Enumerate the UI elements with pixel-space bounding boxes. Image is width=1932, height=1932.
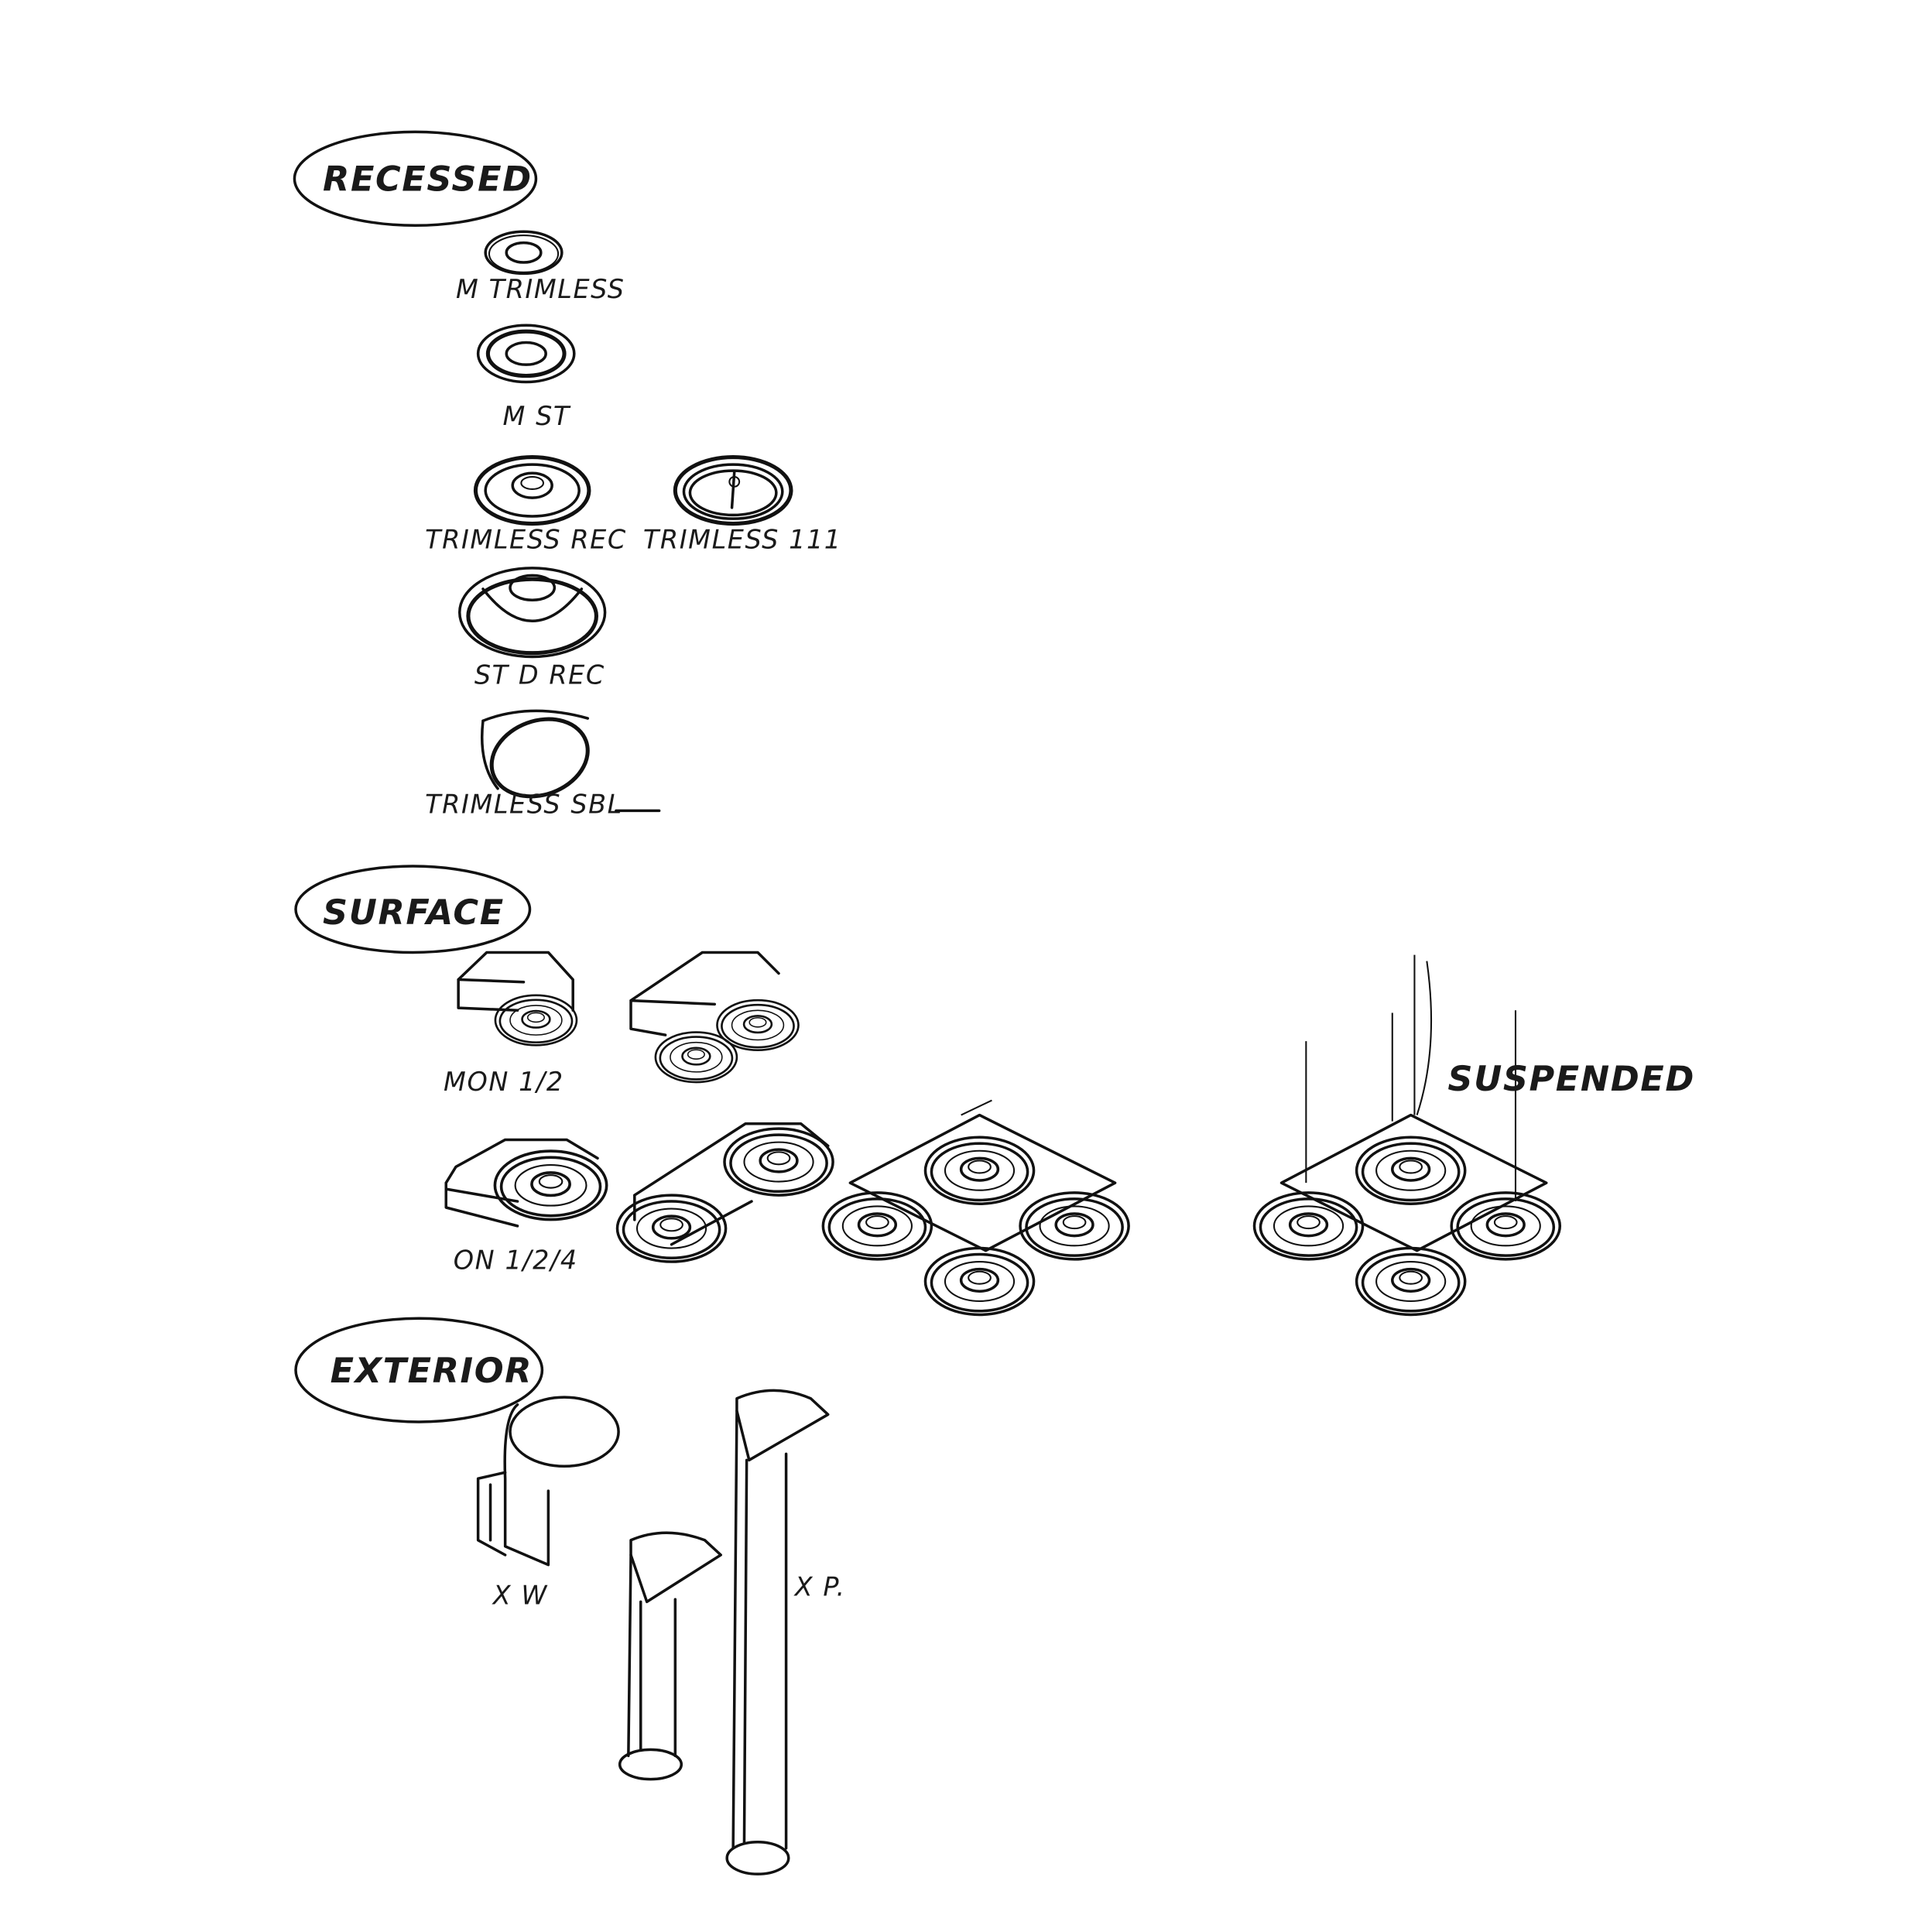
on-2-fixture xyxy=(615,1122,834,1263)
suspended-heading: SUSPENDED xyxy=(1447,1059,1695,1099)
surface-heading: SURFACE xyxy=(323,892,505,933)
suspended-section: SUSPENDED xyxy=(1252,954,1695,1317)
xw-wall-fixture xyxy=(476,1396,620,1567)
trimless-rec-label: TRIMLESS REC xyxy=(425,524,627,554)
on-1-2-4-label: ON 1/2/4 xyxy=(454,1245,578,1276)
on-4-fixture xyxy=(821,1099,1130,1317)
exterior-heading: EXTERIOR xyxy=(331,1351,533,1391)
recessed-heading: RECESSED xyxy=(323,159,533,200)
m-st-label: M ST xyxy=(502,401,570,431)
xp-tall-bollard xyxy=(725,1389,830,1875)
trimless-111-label: TRIMLESS 111 xyxy=(643,524,842,554)
st-d-rec-fixture xyxy=(458,567,607,659)
power-cord xyxy=(1416,961,1433,1115)
surface-heading-ellipse xyxy=(294,865,532,954)
recessed-heading-ellipse xyxy=(293,130,538,228)
st-d-rec-label: ST D REC xyxy=(474,659,605,690)
m-st-fixture xyxy=(476,324,576,384)
mon-1-2-label: MON 1/2 xyxy=(444,1067,564,1097)
m-trimless-label: M TRIMLESS xyxy=(456,274,625,304)
exterior-section: EXTERIOR X W X P. xyxy=(294,1317,846,1875)
recessed-section: RECESSED M TRIMLESS M ST TRIMLESS REC xyxy=(293,130,842,820)
xp-short-bollard xyxy=(618,1531,722,1781)
mon-1-fixture xyxy=(457,951,578,1046)
trimless-sbl-fixture xyxy=(480,709,590,799)
xw-label: X W xyxy=(492,1581,549,1611)
trimless-rec-fixture xyxy=(473,455,591,526)
xp-label: X P. xyxy=(793,1571,846,1601)
surface-section: SURFACE MON 1/2 ON 1/2/4 xyxy=(294,865,1130,1317)
trimless-111-fixture xyxy=(673,455,793,526)
m-trimless-fixture xyxy=(484,230,564,276)
exterior-heading-ellipse xyxy=(294,1317,544,1423)
mon-2-fixture xyxy=(629,951,800,1084)
on-1-fixture xyxy=(444,1138,608,1228)
suspended-4-fixture xyxy=(1252,1113,1562,1317)
trimless-sbl-label: TRIMLESS SBL xyxy=(425,790,623,820)
